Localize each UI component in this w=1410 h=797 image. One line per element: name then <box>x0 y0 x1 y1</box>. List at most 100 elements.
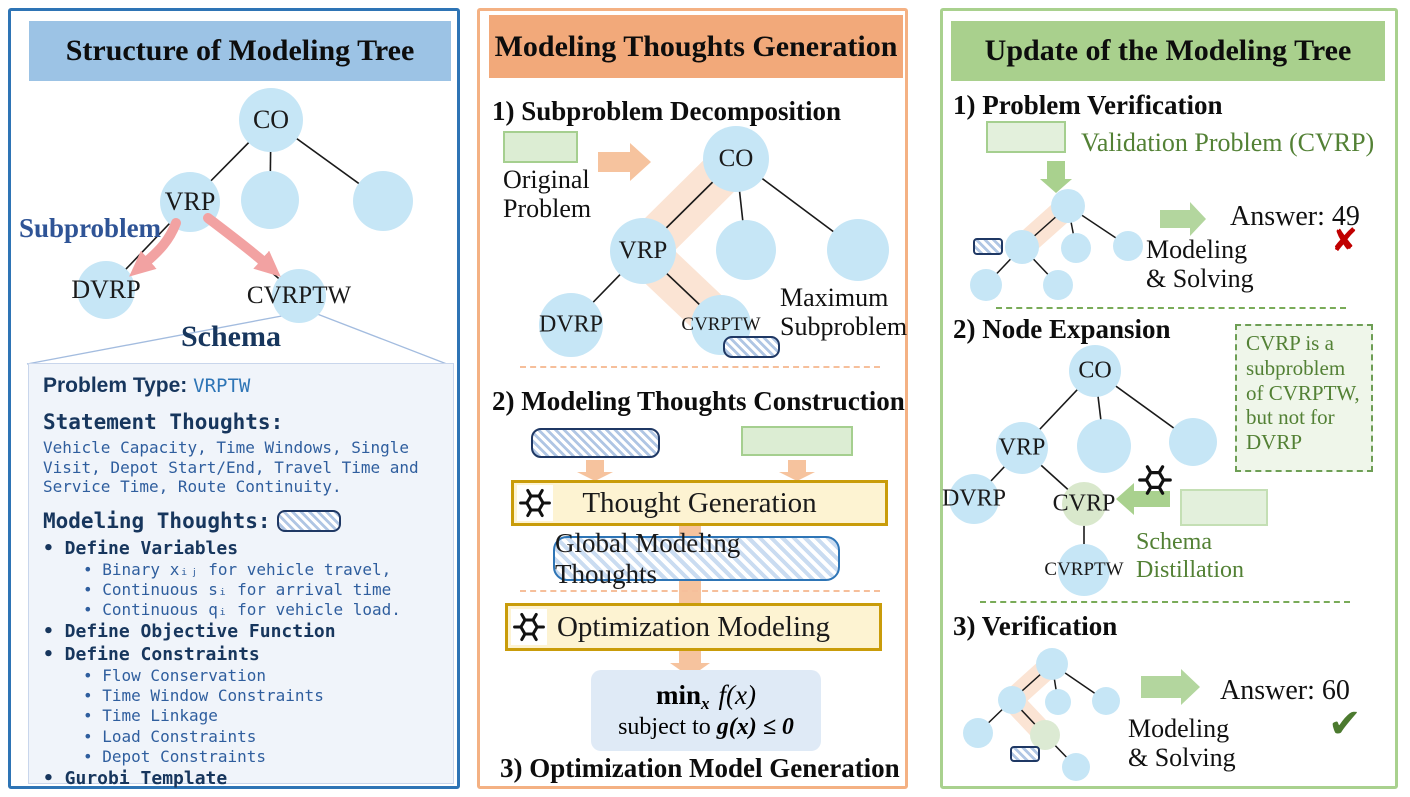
bullet-time-window-constraints: • Time Window Constraints <box>83 686 324 706</box>
node-cvrp-verified <box>1030 720 1060 750</box>
right-graphics <box>949 161 1217 781</box>
node-label-co: CO <box>252 105 290 134</box>
node-dvrp <box>77 261 135 319</box>
step-1-subproblem-decomposition: 1) Subproblem Decomposition <box>492 96 842 126</box>
step-2-modeling-thoughts-construction: 2) Modeling Thoughts Construction <box>492 386 905 416</box>
bullet-define-objective: • Define Objective Function <box>43 621 336 643</box>
node-vrp <box>610 218 676 284</box>
modeling-solving-label-1: Modeling & Solving <box>1146 235 1254 294</box>
middle-separator-2 <box>520 590 880 592</box>
cvrptw-thoughts-hatch <box>723 336 780 358</box>
bullet-binary-x: • Binary xᵢⱼ for vehicle travel, <box>83 559 392 579</box>
modeling-thoughts-hatch-swatch <box>276 509 341 532</box>
left-panel-title: Structure of Modeling Tree <box>29 21 451 81</box>
tree2-nodes <box>949 345 1217 596</box>
wrong-answer-cross-icon: ✘ <box>1331 221 1358 259</box>
optimization-modeling-label: Optimization Modeling <box>556 610 831 643</box>
validation-problem-label: Validation Problem (CVRP) <box>1081 128 1375 157</box>
validation-down-arrow <box>1040 161 1072 193</box>
node-label-dvrp: DVRP <box>71 275 141 304</box>
schema-distillation-label: Schema Distillation <box>1136 529 1244 583</box>
node-dvrp <box>949 474 999 524</box>
math-line-1: minx f(x) <box>591 680 821 714</box>
math-min: min <box>656 680 702 710</box>
tree1-nodes <box>970 189 1143 301</box>
flow-band-lower <box>679 649 701 663</box>
thought-generation-label: Thought Generation <box>582 486 817 519</box>
original-problem-label: Original Problem <box>503 165 592 223</box>
answer-60: Answer: 60 <box>1220 675 1350 706</box>
node-unlabeled-2 <box>353 171 413 231</box>
openai-logo-icon <box>517 485 553 521</box>
thoughts-hatch-marker-3 <box>1010 746 1040 762</box>
cvrp-subproblem-note: CVRP is a subproblem of CVRPTW, but not … <box>1235 324 1373 472</box>
problem-green-box <box>741 426 853 456</box>
validation-problem-box <box>986 121 1066 153</box>
thoughts-input-arrow-right <box>779 460 815 481</box>
middle-tree-nodes <box>539 126 889 357</box>
math-min-subscript: x <box>701 694 710 713</box>
node-dvrp <box>539 293 603 357</box>
global-modeling-thoughts-box: Global Modeling Thoughts <box>553 528 840 589</box>
maximum-subproblem-label: Maximum Subproblem <box>780 283 908 342</box>
modeling-solving-arrow-1 <box>1160 202 1206 236</box>
original-problem-arrow <box>598 143 651 181</box>
node-cvrp-expanded <box>1062 482 1106 526</box>
node-label-co: CO <box>718 145 754 172</box>
schema-panel: Problem Type: VRPTW Statement Thoughts: … <box>28 363 454 789</box>
subproblem-label: Subproblem <box>19 213 162 243</box>
node-label-dvrp: DVRP <box>538 311 604 338</box>
modeling-thoughts-heading: Modeling Thoughts: <box>43 509 439 533</box>
bullet-time-linkage: • Time Linkage <box>83 706 218 726</box>
openai-logo-icon <box>511 609 547 645</box>
answer-49: Answer: 49 <box>1230 201 1360 232</box>
problem-type-label: Problem Type: <box>43 374 194 397</box>
tree3-nodes <box>963 648 1120 781</box>
math-objective: f(x) <box>718 680 756 710</box>
subproblem-arrow-right <box>203 213 281 277</box>
panel-update-of-modeling-tree: Update of the Modeling Tree 1) Problem V… <box>940 8 1398 789</box>
modeling-solving-arrow-2 <box>1141 669 1200 705</box>
node-co <box>239 88 303 152</box>
node-unlabeled-1 <box>716 220 776 280</box>
node-vrp <box>996 422 1048 474</box>
statement-thoughts-heading: Statement Thoughts: <box>43 410 284 434</box>
left-tree-graphic <box>26 88 453 367</box>
thoughts-input-arrow-left <box>577 460 613 481</box>
schema-funnel-lines <box>26 311 453 367</box>
bullet-load-constraints: • Load Constraints <box>83 726 257 746</box>
right-separator-2 <box>980 601 1350 603</box>
node-label-vrp: VRP <box>164 187 216 216</box>
right-panel-title: Update of the Modeling Tree <box>951 21 1385 81</box>
bullet-continuous-q: • Continuous qᵢ for vehicle load. <box>83 599 401 619</box>
bullet-define-constraints: • Define Constraints <box>43 644 260 666</box>
step-3-verification: 3) Verification <box>953 611 1118 641</box>
middle-separator-1 <box>520 366 880 368</box>
node-cvrptw <box>272 269 326 323</box>
local-thoughts-hatch-box <box>531 428 660 458</box>
original-problem-box <box>503 131 578 163</box>
node-unlabeled-1 <box>241 171 299 229</box>
node-co <box>1069 345 1121 397</box>
thoughts-hatch-marker-1 <box>973 238 1003 255</box>
math-subject-to: subject to <box>618 714 717 740</box>
node-unlabeled-1 <box>1077 419 1131 473</box>
node-label-dvrp: DVRP <box>941 485 1007 512</box>
panel-structure-of-modeling-tree: Structure of Modeling Tree CO VRP DVRP C… <box>8 8 460 789</box>
node-unlabeled-2 <box>827 219 889 281</box>
node-label-cvrptw: CVRPTW <box>246 282 352 309</box>
statement-thoughts-body: Vehicle Capacity, Time Windows, Single V… <box>43 438 419 497</box>
bullet-flow-conservation: • Flow Conservation <box>83 666 267 686</box>
subproblem-arrows <box>129 213 281 277</box>
node-label-cvrptw: CVRPTW <box>1044 559 1124 580</box>
math-constraint: g(x) ≤ 0 <box>716 714 794 740</box>
step-3-optimization-model-generation: 3) Optimization Model Generation <box>500 753 900 783</box>
schema-label: Schema <box>181 320 281 353</box>
schema-distillation-arrow <box>1116 483 1170 515</box>
modeling-solving-label-2: Modeling & Solving <box>1128 714 1236 773</box>
node-label-co: CO <box>1078 357 1112 384</box>
bullet-define-variables: • Define Variables <box>43 537 239 559</box>
right-separator-1 <box>996 307 1346 309</box>
subproblem-arrow-left <box>129 218 181 277</box>
bullet-gurobi-template: • Gurobi Template <box>43 767 228 789</box>
